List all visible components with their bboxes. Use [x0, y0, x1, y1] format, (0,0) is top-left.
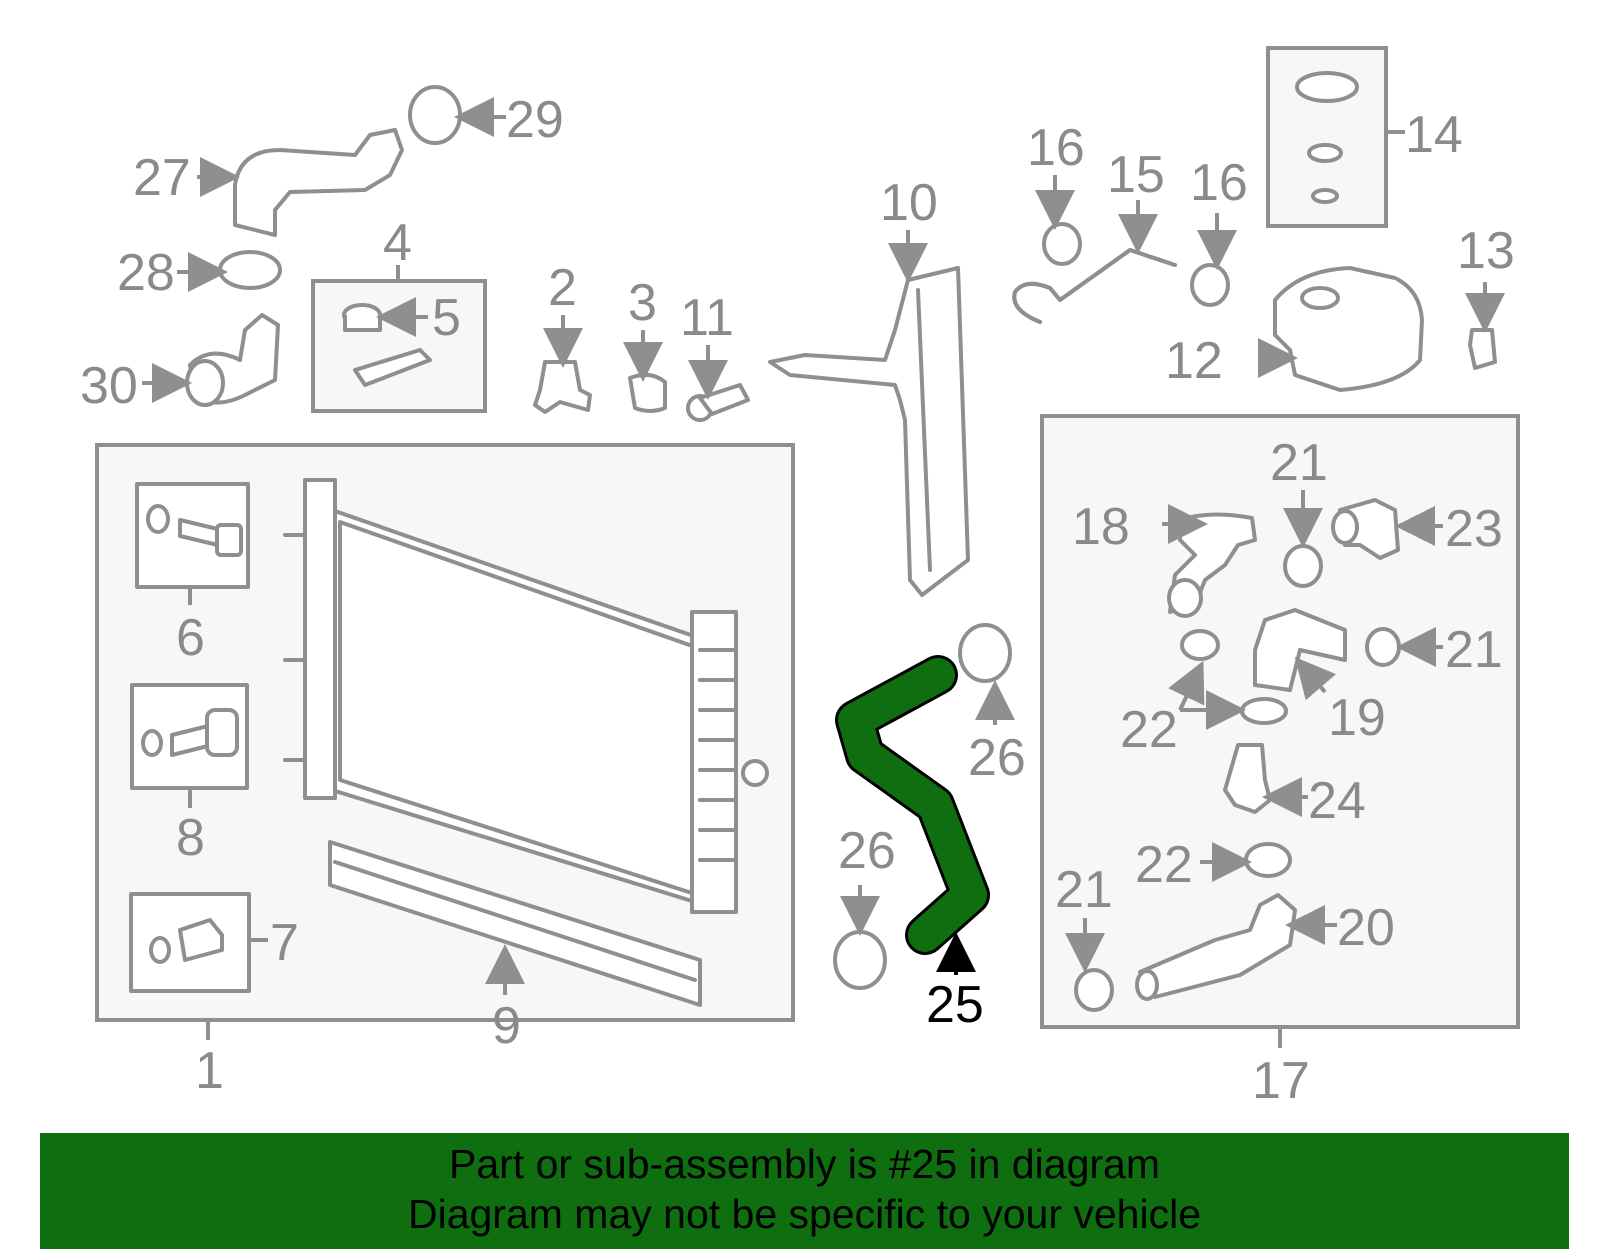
label-20: 20: [1337, 899, 1395, 957]
label-21-low: 21: [1055, 861, 1113, 919]
seal-14: [1307, 143, 1343, 163]
label-7: 7: [270, 914, 299, 972]
label-26-bottom: 26: [838, 822, 896, 880]
clamp-26-bottom: [833, 930, 887, 990]
radiator-part: [283, 478, 769, 914]
label-12: 12: [1165, 332, 1223, 390]
label-28: 28: [117, 244, 175, 302]
hose-25-highlighted: [835, 655, 990, 955]
label-15: 15: [1107, 146, 1165, 204]
connector-19: [1253, 608, 1347, 692]
bolt-6: [146, 504, 243, 557]
label-11: 11: [680, 289, 734, 347]
label-29: 29: [506, 91, 564, 149]
hose-27: [233, 128, 404, 237]
clamp-16-left: [1042, 222, 1082, 266]
label-2: 2: [548, 259, 577, 317]
label-3: 3: [628, 274, 657, 332]
baffle-part: [328, 840, 702, 1007]
label-24: 24: [1308, 772, 1366, 830]
label-22-mid: 22: [1120, 701, 1178, 759]
leader-lines: [142, 97, 1505, 1048]
label-6: 6: [176, 609, 205, 667]
label-19: 19: [1328, 689, 1386, 747]
clamp-16-right: [1190, 263, 1230, 307]
label-17: 17: [1252, 1052, 1310, 1110]
label-14: 14: [1405, 106, 1463, 164]
clamp-22-top: [1180, 629, 1220, 661]
clamp-22-mid: [1240, 697, 1288, 725]
reservoir-12: [1273, 266, 1424, 392]
insulator-3: [628, 372, 667, 413]
banner-line-1: Part or sub-assembly is #25 in diagram: [449, 1141, 1160, 1187]
part-labels: 27 29 28 30 4 5 2 3 11 10 16 15 16 14 13…: [80, 91, 1515, 1110]
label-30: 30: [80, 357, 138, 415]
label-16-left: 16: [1027, 119, 1085, 177]
label-21-mid: 21: [1445, 621, 1503, 679]
clamp-22-low: [1244, 842, 1292, 878]
label-10: 10: [880, 174, 938, 232]
sensor-13: [1468, 328, 1497, 370]
label-21-top: 21: [1270, 434, 1328, 492]
label-13: 13: [1457, 222, 1515, 280]
info-banner: Part or sub-assembly is #25 in diagram D…: [40, 1133, 1569, 1249]
oring-14: [1311, 188, 1339, 204]
label-1: 1: [195, 1042, 224, 1100]
clamp-28: [218, 250, 282, 290]
label-22-low: 22: [1135, 836, 1193, 894]
clamp-21-mid: [1365, 627, 1401, 667]
hose-20: [1138, 893, 1297, 999]
clip-5: [342, 303, 432, 387]
label-18: 18: [1072, 498, 1130, 556]
sensor-8: [141, 708, 239, 757]
label-16-right: 16: [1190, 154, 1248, 212]
label-4: 4: [383, 214, 412, 272]
label-8: 8: [176, 809, 205, 867]
clamp-26-top: [958, 623, 1012, 683]
label-26-top: 26: [968, 729, 1026, 787]
label-5: 5: [432, 289, 461, 347]
clamp-21-low: [1074, 968, 1114, 1012]
cap-14: [1295, 71, 1359, 103]
push-pin-11: [686, 383, 750, 422]
clamp-29: [408, 85, 462, 145]
air-deflector-10: [768, 266, 970, 597]
bracket-2: [533, 360, 592, 414]
banner-line-2: Diagram may not be specific to your vehi…: [407, 1191, 1201, 1237]
label-23: 23: [1445, 500, 1503, 558]
label-25: 25: [926, 976, 984, 1034]
label-9: 9: [492, 997, 521, 1055]
clamp-21-top: [1283, 544, 1323, 588]
plug-7: [149, 918, 224, 964]
label-27: 27: [133, 149, 191, 207]
